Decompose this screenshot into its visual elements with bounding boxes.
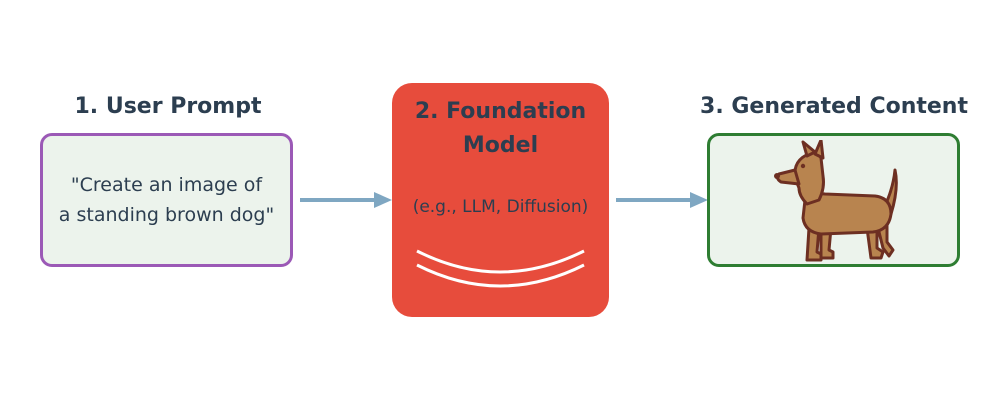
prompt-box: "Create an image of a standing brown dog… [40,133,293,267]
arrow-prompt-to-model [300,192,392,208]
prompt-text-line-2: a standing brown dog" [58,204,275,226]
output-box [707,133,960,267]
model-title-line-1: 2. Foundation [414,99,587,124]
model-title: 2. Foundation Model [392,95,609,163]
model-title-line-2: Model [462,133,539,158]
prompt-heading: 1. User Prompt [74,94,262,119]
output-heading: 3. Generated Content [700,94,968,119]
prompt-text-line-1: "Create an image of [70,174,263,196]
dog-icon [774,140,898,262]
model-subtitle: (e.g., LLM, Diffusion) [412,197,589,217]
model-wave-icon [416,249,585,288]
model-box: 2. Foundation Model (e.g., LLM, Diffusio… [392,83,609,317]
arrow-model-to-output [616,192,708,208]
